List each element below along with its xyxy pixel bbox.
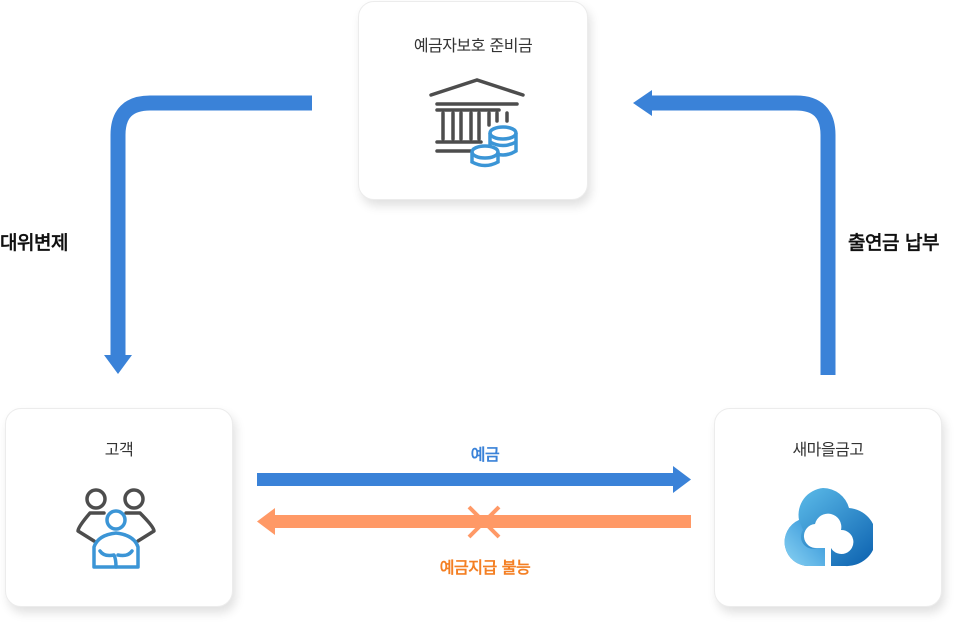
node-saemaeul-bank: 새마을금고 (714, 408, 942, 607)
node-title: 고객 (104, 440, 134, 459)
node-title: 새마을금고 (792, 440, 864, 459)
blocked-x-icon (467, 505, 501, 539)
arrow-deposit (257, 466, 691, 493)
edge-label-no-payment: 예금지급 불능 (439, 558, 531, 577)
edge-label-deposit: 예금 (470, 445, 500, 464)
node-deposit-protection-fund: 예금자보호 준비금 (358, 1, 588, 200)
bank-coins-icon (429, 78, 525, 168)
node-title: 예금자보호 준비금 (413, 36, 533, 55)
node-customer: 고객 (5, 408, 233, 607)
edge-label-subrogation: 대위변제 (0, 232, 68, 254)
arrow-subrogation (104, 95, 312, 374)
mg-cloud-logo-icon (784, 488, 873, 567)
arrow-contribution (633, 90, 836, 375)
people-group-icon (76, 488, 156, 569)
edge-label-contribution: 출연금 납부 (848, 232, 940, 254)
